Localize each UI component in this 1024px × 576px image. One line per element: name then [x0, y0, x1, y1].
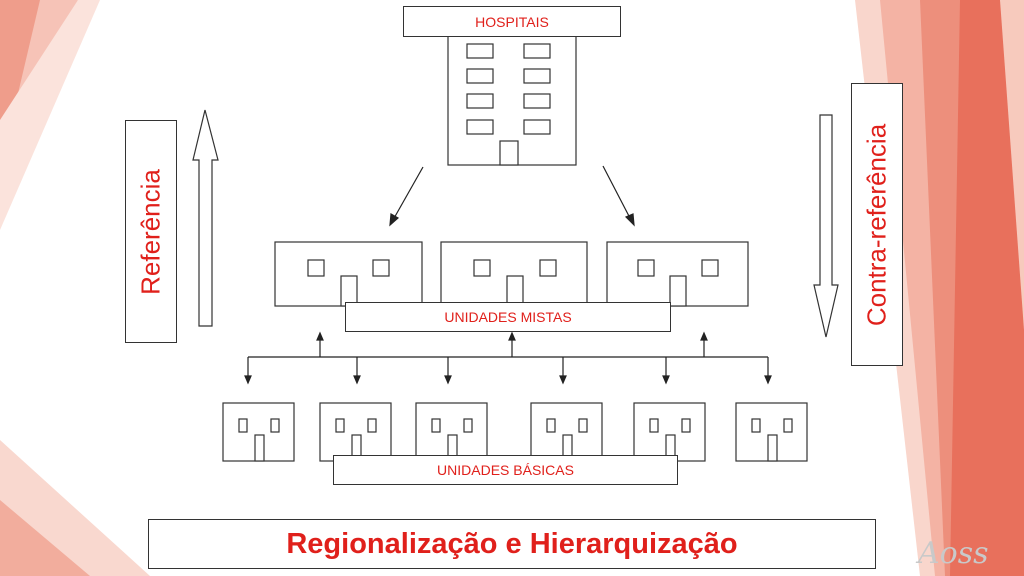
referral-up-arrow — [192, 109, 219, 327]
connector-arrows — [244, 331, 772, 385]
slide-title-box: Regionalização e Hierarquização — [148, 519, 876, 569]
counter-referral-label-text: Contra-referência — [861, 123, 892, 326]
slide-title: Regionalização e Hierarquização — [286, 527, 738, 560]
counter-referral-down-arrow — [813, 114, 839, 338]
basic-unit-buildings — [222, 402, 808, 462]
signature-watermark: Aoss — [918, 536, 989, 571]
hospital-building — [447, 35, 577, 166]
hospital-diagonal-arrows — [389, 165, 635, 227]
hospitals-label-text: HOSPITAIS — [475, 13, 549, 30]
referral-label-text: Referência — [135, 168, 166, 295]
hospitals-label: HOSPITAIS — [403, 6, 621, 37]
referral-label: Referência — [125, 120, 177, 343]
counter-referral-label: Contra-referência — [851, 83, 903, 366]
mixed-units-label-text: UNIDADES MISTAS — [444, 309, 572, 325]
mixed-units-label: UNIDADES MISTAS — [345, 302, 671, 332]
basic-units-label-text: UNIDADES BÁSICAS — [437, 462, 574, 478]
mixed-unit-buildings — [274, 241, 749, 307]
basic-units-label: UNIDADES BÁSICAS — [333, 455, 678, 485]
